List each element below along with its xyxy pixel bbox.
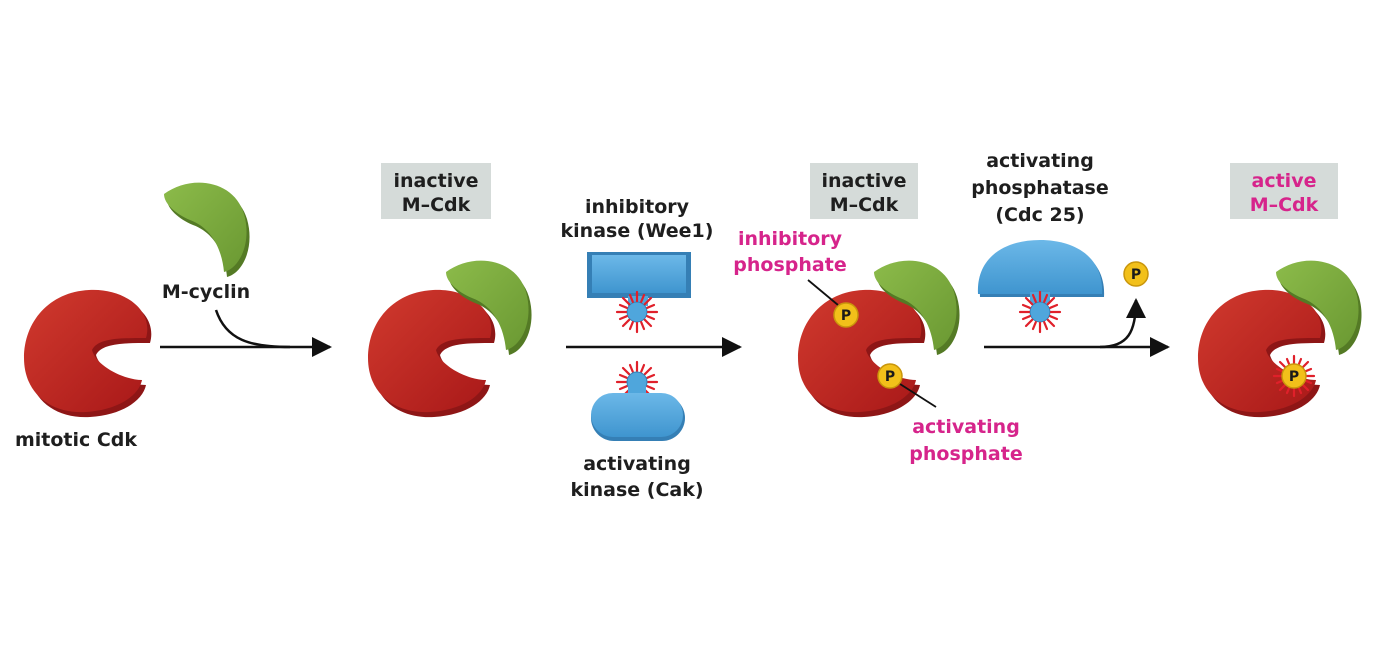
- activating-phosphate-label-line1: activating: [912, 416, 1020, 438]
- inactive-mcdk-label-2-line2: M–Cdk: [830, 194, 899, 216]
- inactive-mcdk-complex-2: [798, 260, 960, 418]
- mitotic-cdk-protein: [24, 289, 152, 418]
- wee1-label-line2: kinase (Wee1): [561, 220, 714, 242]
- active-mcdk-complex: P: [1198, 260, 1362, 418]
- svg-text:P: P: [841, 308, 851, 324]
- cdc25-phosphatase: [977, 240, 1105, 334]
- cak-kinase: [591, 360, 685, 441]
- inactive-mcdk-label-box-1: [381, 163, 491, 219]
- released-phosphate: P: [1123, 261, 1149, 287]
- inactive-mcdk-label-box-2: [810, 163, 918, 219]
- cdc25-label-line1: activating: [986, 150, 1094, 172]
- m-cyclin-label: M-cyclin: [162, 281, 250, 303]
- activating-phosphate: P: [877, 363, 903, 389]
- wee1-kinase: [587, 252, 691, 334]
- inhibitory-phosphate: P: [833, 302, 859, 328]
- active-mcdk-label-line2: M–Cdk: [1250, 194, 1319, 216]
- inhibitory-phosphate-label-line1: inhibitory: [738, 228, 843, 250]
- wee1-label-line1: inhibitory: [585, 196, 690, 218]
- active-mcdk-label-line1: active: [1252, 170, 1317, 192]
- svg-text:P: P: [1131, 267, 1141, 283]
- m-cyclin-protein: [164, 182, 250, 277]
- cak-label-line2: kinase (Cak): [570, 479, 703, 501]
- inhibitory-phosphate-label-line2: phosphate: [733, 254, 846, 276]
- inactive-mcdk-label-1-line2: M–Cdk: [402, 194, 471, 216]
- active-mcdk-label-box: [1230, 163, 1338, 219]
- inactive-mcdk-label-2-line1: inactive: [822, 170, 907, 192]
- svg-text:P: P: [885, 369, 895, 385]
- binding-arrow: [160, 309, 332, 357]
- inactive-mcdk-complex-1: [368, 260, 532, 418]
- cdc25-label-line3: (Cdc 25): [995, 204, 1084, 226]
- dephosphorylation-arrow: [984, 298, 1170, 357]
- cak-label-line1: activating: [583, 453, 691, 475]
- cdc25-label-line2: phosphatase: [971, 177, 1109, 199]
- activating-phosphate-label-line2: phosphate: [909, 443, 1022, 465]
- activating-phosphate-pointer: [899, 383, 937, 408]
- mitotic-cdk-label: mitotic Cdk: [15, 429, 137, 451]
- active-phosphate-symbol: P: [1289, 369, 1299, 385]
- inhibitory-phosphate-pointer: [807, 279, 839, 306]
- inactive-mcdk-label-1-line1: inactive: [394, 170, 479, 192]
